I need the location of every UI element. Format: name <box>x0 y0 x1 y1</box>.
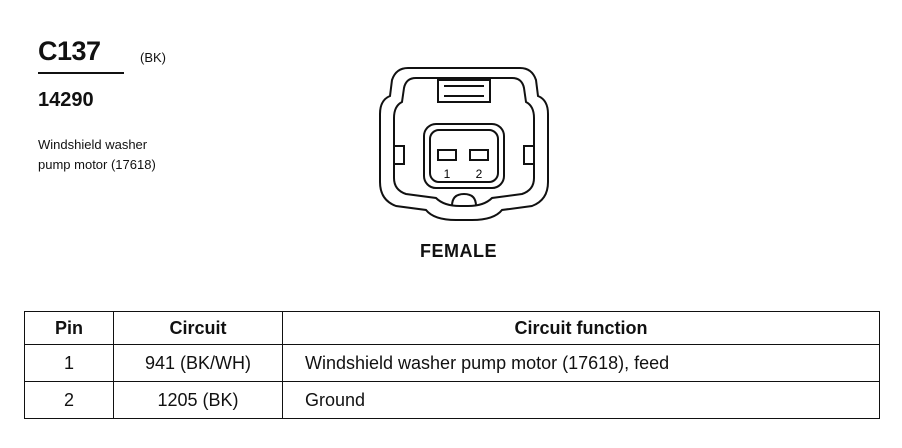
cell-circuit: 1205 (BK) <box>113 381 283 419</box>
cell-pin: 2 <box>24 381 114 419</box>
housing-inner <box>393 77 535 207</box>
pin-label-1: 1 <box>444 167 451 181</box>
bottom-notch <box>451 192 477 207</box>
terminal-2 <box>469 149 489 161</box>
cell-function: Ground <box>282 381 880 419</box>
title-underline <box>38 72 124 74</box>
description-line-2: pump motor (17618) <box>38 157 156 172</box>
terminal-1 <box>437 149 457 161</box>
cell-circuit: 941 (BK/WH) <box>113 344 283 382</box>
cell-pin: 1 <box>24 344 114 382</box>
cell-function: Windshield washer pump motor (17618), fe… <box>282 344 880 382</box>
connector-color: (BK) <box>140 50 166 65</box>
connector-gender-label: FEMALE <box>420 241 497 261</box>
table-row: 2 1205 (BK) Ground <box>24 381 880 419</box>
connector-face-diagram: 1 2 <box>379 67 549 221</box>
header-pin: Pin <box>24 311 114 345</box>
header-circuit: Circuit <box>113 311 283 345</box>
part-number: 14290 <box>38 89 94 111</box>
pin-cavity <box>423 123 505 189</box>
latch <box>437 79 491 103</box>
header-circuit-function: Circuit function <box>282 311 880 345</box>
table-row: 1 941 (BK/WH) Windshield washer pump mot… <box>24 344 880 382</box>
connector-id: C137 <box>38 36 101 66</box>
description-line-1: Windshield washer <box>38 137 148 152</box>
housing-outer <box>379 67 549 221</box>
pin-label-2: 2 <box>476 167 483 181</box>
right-key <box>523 145 534 165</box>
left-key <box>394 145 405 165</box>
table-header-row: Pin Circuit Circuit function <box>24 311 880 345</box>
pinout-table: Pin Circuit Circuit function 1 941 (BK/W… <box>24 311 880 419</box>
